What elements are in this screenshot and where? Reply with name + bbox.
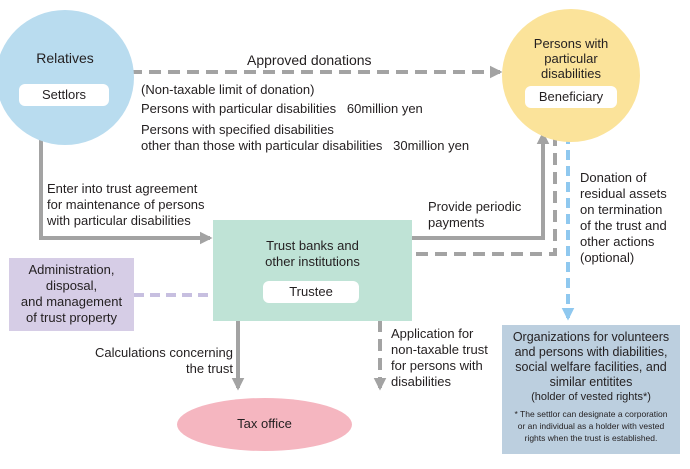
residual-assets-line-3: on termination <box>580 202 663 217</box>
tax-office-ellipse: Tax office <box>177 398 352 451</box>
organizations-box: Organizations for volunteers and persons… <box>502 325 680 454</box>
settlor-title: Relatives <box>36 50 94 66</box>
trust-agreement-arrow <box>34 129 213 245</box>
residual-assets-line-2: residual assets <box>580 186 667 201</box>
beneficiary-circle: Persons with particular disabilities Ben… <box>502 9 640 142</box>
admin-line-4: of trust property <box>25 310 118 325</box>
beneficiary-title-line-2: particular <box>544 51 598 66</box>
organizations-note-3: rights when the trust is established. <box>524 433 658 443</box>
trust-agreement-line-2: for maintenance of persons <box>47 197 205 212</box>
organizations-line-3: social welfare facilities, and <box>515 360 667 374</box>
organizations-line-5: (holder of vested rights*) <box>531 391 651 403</box>
settlor-role: Settlors <box>19 84 109 106</box>
trust-agreement-line-1: Enter into trust agreement <box>47 181 198 196</box>
residual-assets-line-4: of the trust and <box>580 218 667 233</box>
limit-heading: (Non-taxable limit of donation) <box>141 82 315 97</box>
admin-line-1: Administration, <box>28 262 115 277</box>
limit-row-1: Persons with particular disabilities 60m… <box>141 101 423 116</box>
application-line-4: disabilities <box>391 374 451 389</box>
trustee-title-line-2: other institutions <box>265 254 360 269</box>
approved-donations-label: Approved donations <box>247 52 372 68</box>
settlor-circle: Relatives Settlors <box>0 10 134 145</box>
organizations-note-1: * The settlor can designate a corporatio… <box>514 409 668 419</box>
calculations-line-2: the trust <box>186 361 233 376</box>
application-dashed-line <box>373 134 557 391</box>
tax-office-title: Tax office <box>237 416 292 431</box>
periodic-payments-arrow <box>382 131 550 240</box>
admin-line-3: and management <box>20 294 123 309</box>
periodic-payments-line-1: Provide periodic <box>428 199 522 214</box>
organizations-line-2: and persons with diabilities, <box>514 345 668 359</box>
periodic-payments-line-2: payments <box>428 215 485 230</box>
organizations-line-1: Organizations for volunteers <box>512 330 670 344</box>
residual-assets-line-6: (optional) <box>580 250 635 265</box>
trust-agreement-line-3: with particular disabilities <box>47 213 191 228</box>
beneficiary-role: Beneficiary <box>525 86 617 108</box>
beneficiary-title-line-3: disabilities <box>541 66 601 81</box>
application-line-2: non-taxable trust <box>391 342 488 357</box>
application-line-1: Application for <box>391 326 474 341</box>
trustee-box: Trust banks and other institutions Trust… <box>213 220 412 321</box>
admin-line-2: disposal, <box>45 278 98 293</box>
organizations-line-4: similar entitites <box>549 375 633 389</box>
calculations-line-1: Calculations concerning <box>94 345 233 360</box>
trustee-title-line-1: Trust banks and <box>266 238 359 253</box>
application-line-3: for persons with <box>391 358 483 373</box>
limit-row-2-line-1: Persons with specified disabilities <box>141 122 334 137</box>
residual-assets-line-5: other actions <box>580 234 655 249</box>
admin-box: Administration, disposal, and management… <box>9 258 134 331</box>
limit-row-2-line-2: other than those with particular disabil… <box>141 138 470 153</box>
organizations-note-2: or an individual as a holder with vested <box>517 421 665 431</box>
trustee-role: Trustee <box>263 281 359 303</box>
residual-assets-line-1: Donation of <box>580 170 647 185</box>
beneficiary-title-line-1: Persons with <box>533 36 609 51</box>
